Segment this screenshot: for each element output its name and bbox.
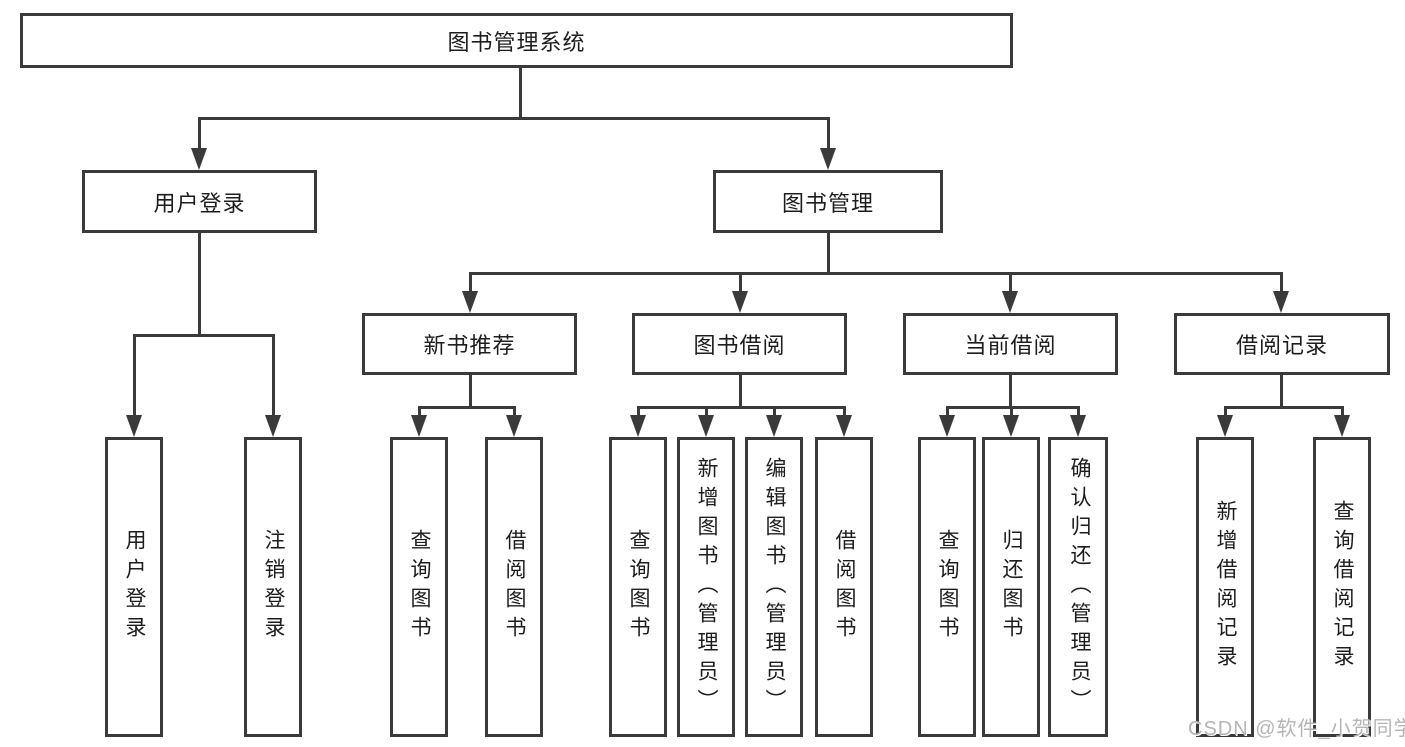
- arrowhead-icon: [766, 415, 782, 437]
- leaf-edit-books-admin: 编辑图书（管理员）: [745, 437, 803, 737]
- node-current-borrow: 当前借阅: [903, 313, 1118, 375]
- connector: [705, 406, 708, 418]
- arrowhead-icon: [462, 291, 478, 313]
- connector: [1010, 406, 1013, 418]
- arrowhead-icon: [836, 415, 852, 437]
- connector: [469, 272, 472, 294]
- connector: [418, 406, 421, 418]
- connector: [198, 233, 201, 335]
- connector: [519, 68, 522, 118]
- arrowhead-icon: [939, 415, 955, 437]
- connector: [1077, 406, 1080, 418]
- node-new-book-recommend: 新书推荐: [362, 313, 577, 375]
- arrowhead-icon: [1070, 415, 1086, 437]
- connector: [272, 334, 275, 419]
- connector: [739, 375, 742, 408]
- leaf-query-borrow-record: 查询借阅记录: [1313, 437, 1371, 737]
- connector: [1224, 406, 1227, 418]
- node-book-management: 图书管理: [713, 170, 943, 233]
- leaf-return-books: 归还图书: [982, 437, 1040, 737]
- connector: [773, 406, 776, 418]
- connector: [133, 334, 136, 419]
- leaf-add-books-admin: 新增图书（管理员）: [677, 437, 735, 737]
- node-root: 图书管理系统: [20, 13, 1013, 68]
- connector: [843, 406, 846, 418]
- leaf-query-books-recommend: 查询图书: [390, 437, 448, 737]
- arrowhead-icon: [820, 148, 836, 170]
- arrowhead-icon: [411, 415, 427, 437]
- node-borrow-records: 借阅记录: [1174, 313, 1390, 375]
- arrowhead-icon: [191, 148, 207, 170]
- arrowhead-icon: [732, 291, 748, 313]
- connector: [1009, 272, 1012, 294]
- leaf-user-login: 用户登录: [105, 437, 163, 737]
- connector: [469, 272, 1283, 275]
- connector: [827, 233, 830, 274]
- leaf-query-books-current: 查询图书: [918, 437, 976, 737]
- arrowhead-icon: [1003, 415, 1019, 437]
- connector: [198, 117, 830, 120]
- connector: [739, 272, 742, 294]
- leaf-borrow-books-recommend: 借阅图书: [485, 437, 543, 737]
- connector: [946, 406, 1080, 409]
- node-book-borrow: 图书借阅: [632, 313, 847, 375]
- arrowhead-icon: [1002, 291, 1018, 313]
- connector: [1009, 375, 1012, 408]
- arrowhead-icon: [1273, 291, 1289, 313]
- leaf-confirm-return-admin: 确认归还（管理员）: [1048, 437, 1108, 737]
- leaf-logout: 注销登录: [244, 437, 302, 737]
- arrowhead-icon: [506, 415, 522, 437]
- node-user-login: 用户登录: [82, 170, 317, 233]
- connector: [1341, 406, 1344, 418]
- connector: [1280, 375, 1283, 408]
- arrowhead-icon: [630, 415, 646, 437]
- connector: [513, 406, 516, 418]
- connector: [946, 406, 949, 418]
- arrowhead-icon: [265, 415, 281, 437]
- connector: [637, 406, 640, 418]
- connector: [827, 117, 830, 153]
- arrowhead-icon: [698, 415, 714, 437]
- connector: [637, 406, 846, 409]
- connector: [133, 334, 275, 337]
- connector: [1224, 406, 1344, 409]
- arrowhead-icon: [126, 415, 142, 437]
- leaf-add-borrow-record: 新增借阅记录: [1196, 437, 1254, 737]
- connector: [418, 406, 516, 409]
- csdn-watermark: CSDN @软件_小贺同学: [1188, 718, 1405, 740]
- connector: [469, 375, 472, 408]
- connector: [198, 117, 201, 153]
- arrowhead-icon: [1334, 415, 1350, 437]
- leaf-query-books-borrow: 查询图书: [609, 437, 667, 737]
- connector: [1280, 272, 1283, 294]
- leaf-borrow-books: 借阅图书: [815, 437, 873, 737]
- arrowhead-icon: [1217, 415, 1233, 437]
